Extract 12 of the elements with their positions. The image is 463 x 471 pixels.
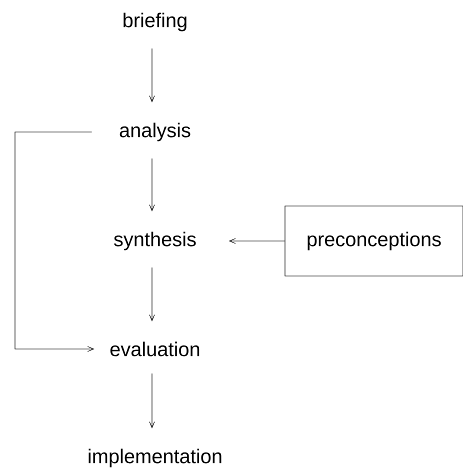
stage-label: analysis bbox=[120, 122, 190, 142]
arrow bbox=[149, 158, 155, 212]
arrow bbox=[149, 48, 155, 102]
stage-label: briefing bbox=[124, 12, 186, 32]
stage-label: evaluation bbox=[110, 342, 200, 356]
arrow bbox=[14, 132, 94, 352]
arrow bbox=[149, 373, 155, 428]
stage-label: implementation bbox=[88, 448, 222, 468]
input-box: preconceptions bbox=[284, 206, 463, 276]
stage-label: synthesis bbox=[114, 232, 196, 250]
arrow bbox=[228, 238, 285, 244]
arrow bbox=[149, 267, 155, 322]
